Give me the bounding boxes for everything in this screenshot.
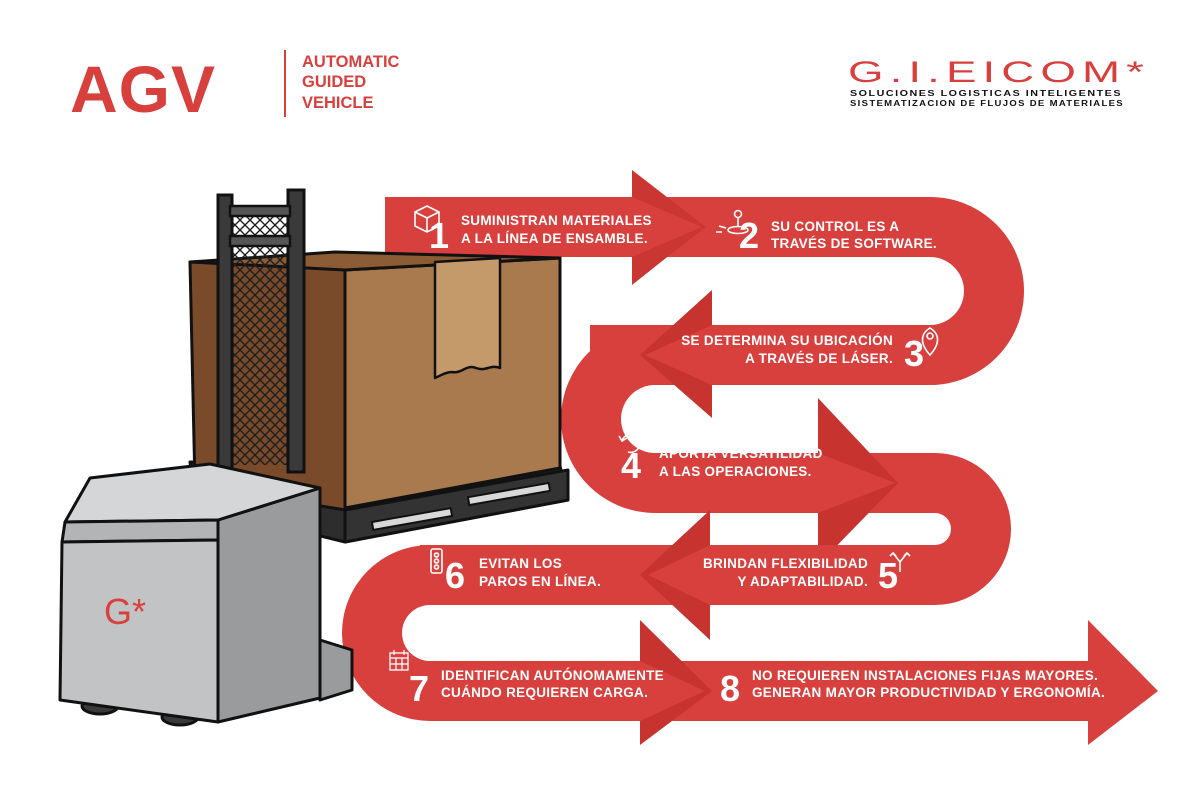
step-line-2: GENERAN MAYOR PRODUCTIVIDAD Y ERGONOMÍA. <box>752 685 1105 700</box>
step-line-1: APORTA VERSATILIDAD <box>659 446 823 461</box>
step-number: 6 <box>445 555 465 596</box>
vehicle-brand-mark: G* <box>104 591 146 632</box>
step-line-2: A TRAVÉS DE LÁSER. <box>745 351 893 366</box>
step-line-1: SE DETERMINA SU UBICACIÓN <box>681 333 893 348</box>
step-4: 4 APORTA VERSATILIDAD A LAS OPERACIONES. <box>621 445 823 486</box>
step-3: 3 SE DETERMINA SU UBICACIÓN A TRAVÉS DE … <box>681 333 924 374</box>
split-arrows-icon <box>889 551 911 572</box>
step-line-1: SU CONTROL ES A <box>771 219 899 234</box>
step-line-2: Y ADAPTABILIDAD. <box>737 574 868 589</box>
step-line-1: BRINDAN FLEXIBILIDAD <box>703 556 868 571</box>
step-6: 6 EVITAN LOS PAROS EN LÍNEA. <box>445 555 601 596</box>
step-number: 3 <box>904 333 924 374</box>
joystick-icon <box>716 209 749 235</box>
brand-logo: G.I.EICOM* SOLUCIONES LOGISTICAS INTELIG… <box>848 56 1150 108</box>
step-1: 1 SUMINISTRAN MATERIALES A LA LÍNEA DE E… <box>429 213 652 256</box>
step-8: 8 NO REQUIEREN INSTALACIONES FIJAS MAYOR… <box>720 668 1105 709</box>
step-line-1: IDENTIFICAN AUTÓNOMAMENTE <box>441 668 664 683</box>
brand-name: G.I.EICOM* <box>848 56 1150 89</box>
step-line-2: PAROS EN LÍNEA. <box>479 574 601 589</box>
location-pin-icon <box>921 327 939 357</box>
step-number: 4 <box>621 445 641 486</box>
step-line-2: CUÁNDO REQUIEREN CARGA. <box>441 685 648 700</box>
step-number: 5 <box>878 555 898 596</box>
brand-tagline-2: SISTEMATIZACION DE FLUJOS DE MATERIALES <box>850 98 1124 108</box>
brand-tagline-1: SOLUCIONES LOGISTICAS INTELIGENTES <box>850 88 1122 98</box>
step-line-1: EVITAN LOS <box>479 556 562 571</box>
step-line-1: NO REQUIEREN INSTALACIONES FIJAS MAYORES… <box>752 668 1098 683</box>
box-icon <box>414 205 440 233</box>
step-number: 2 <box>739 215 759 256</box>
step-line-2: TRAVÉS DE SOFTWARE. <box>771 236 937 251</box>
step-number: 8 <box>720 668 740 709</box>
step-number: 7 <box>409 668 429 709</box>
step-line-1: SUMINISTRAN MATERIALES <box>461 213 652 228</box>
process-ribbon <box>342 170 1158 745</box>
logo-agv: AGV <box>70 52 216 126</box>
logo-subtitle-line-3: VEHICLE <box>302 94 374 112</box>
step-line-2: A LA LÍNEA DE ENSAMBLE. <box>461 231 648 246</box>
lift-mast <box>216 188 306 474</box>
step-5: 5 BRINDAN FLEXIBILIDAD Y ADAPTABILIDAD. <box>703 555 898 596</box>
calendar-icon <box>389 650 409 671</box>
logo-subtitle-line-1: AUTOMATIC <box>302 53 400 71</box>
traffic-light-icon <box>430 548 443 574</box>
step-2: 2 SU CONTROL ES A TRAVÉS DE SOFTWARE. <box>739 215 937 256</box>
agv-logo: AGV AUTOMATIC GUIDED VEHICLE <box>70 50 400 126</box>
step-7: 7 IDENTIFICAN AUTÓNOMAMENTE CUÁNDO REQUI… <box>409 668 664 709</box>
refresh-icon <box>618 433 641 454</box>
agv-vehicle: G* <box>58 462 354 727</box>
step-line-2: A LAS OPERACIONES. <box>659 464 812 479</box>
logo-subtitle-line-2: GUIDED <box>302 73 366 91</box>
step-number: 1 <box>429 215 449 256</box>
